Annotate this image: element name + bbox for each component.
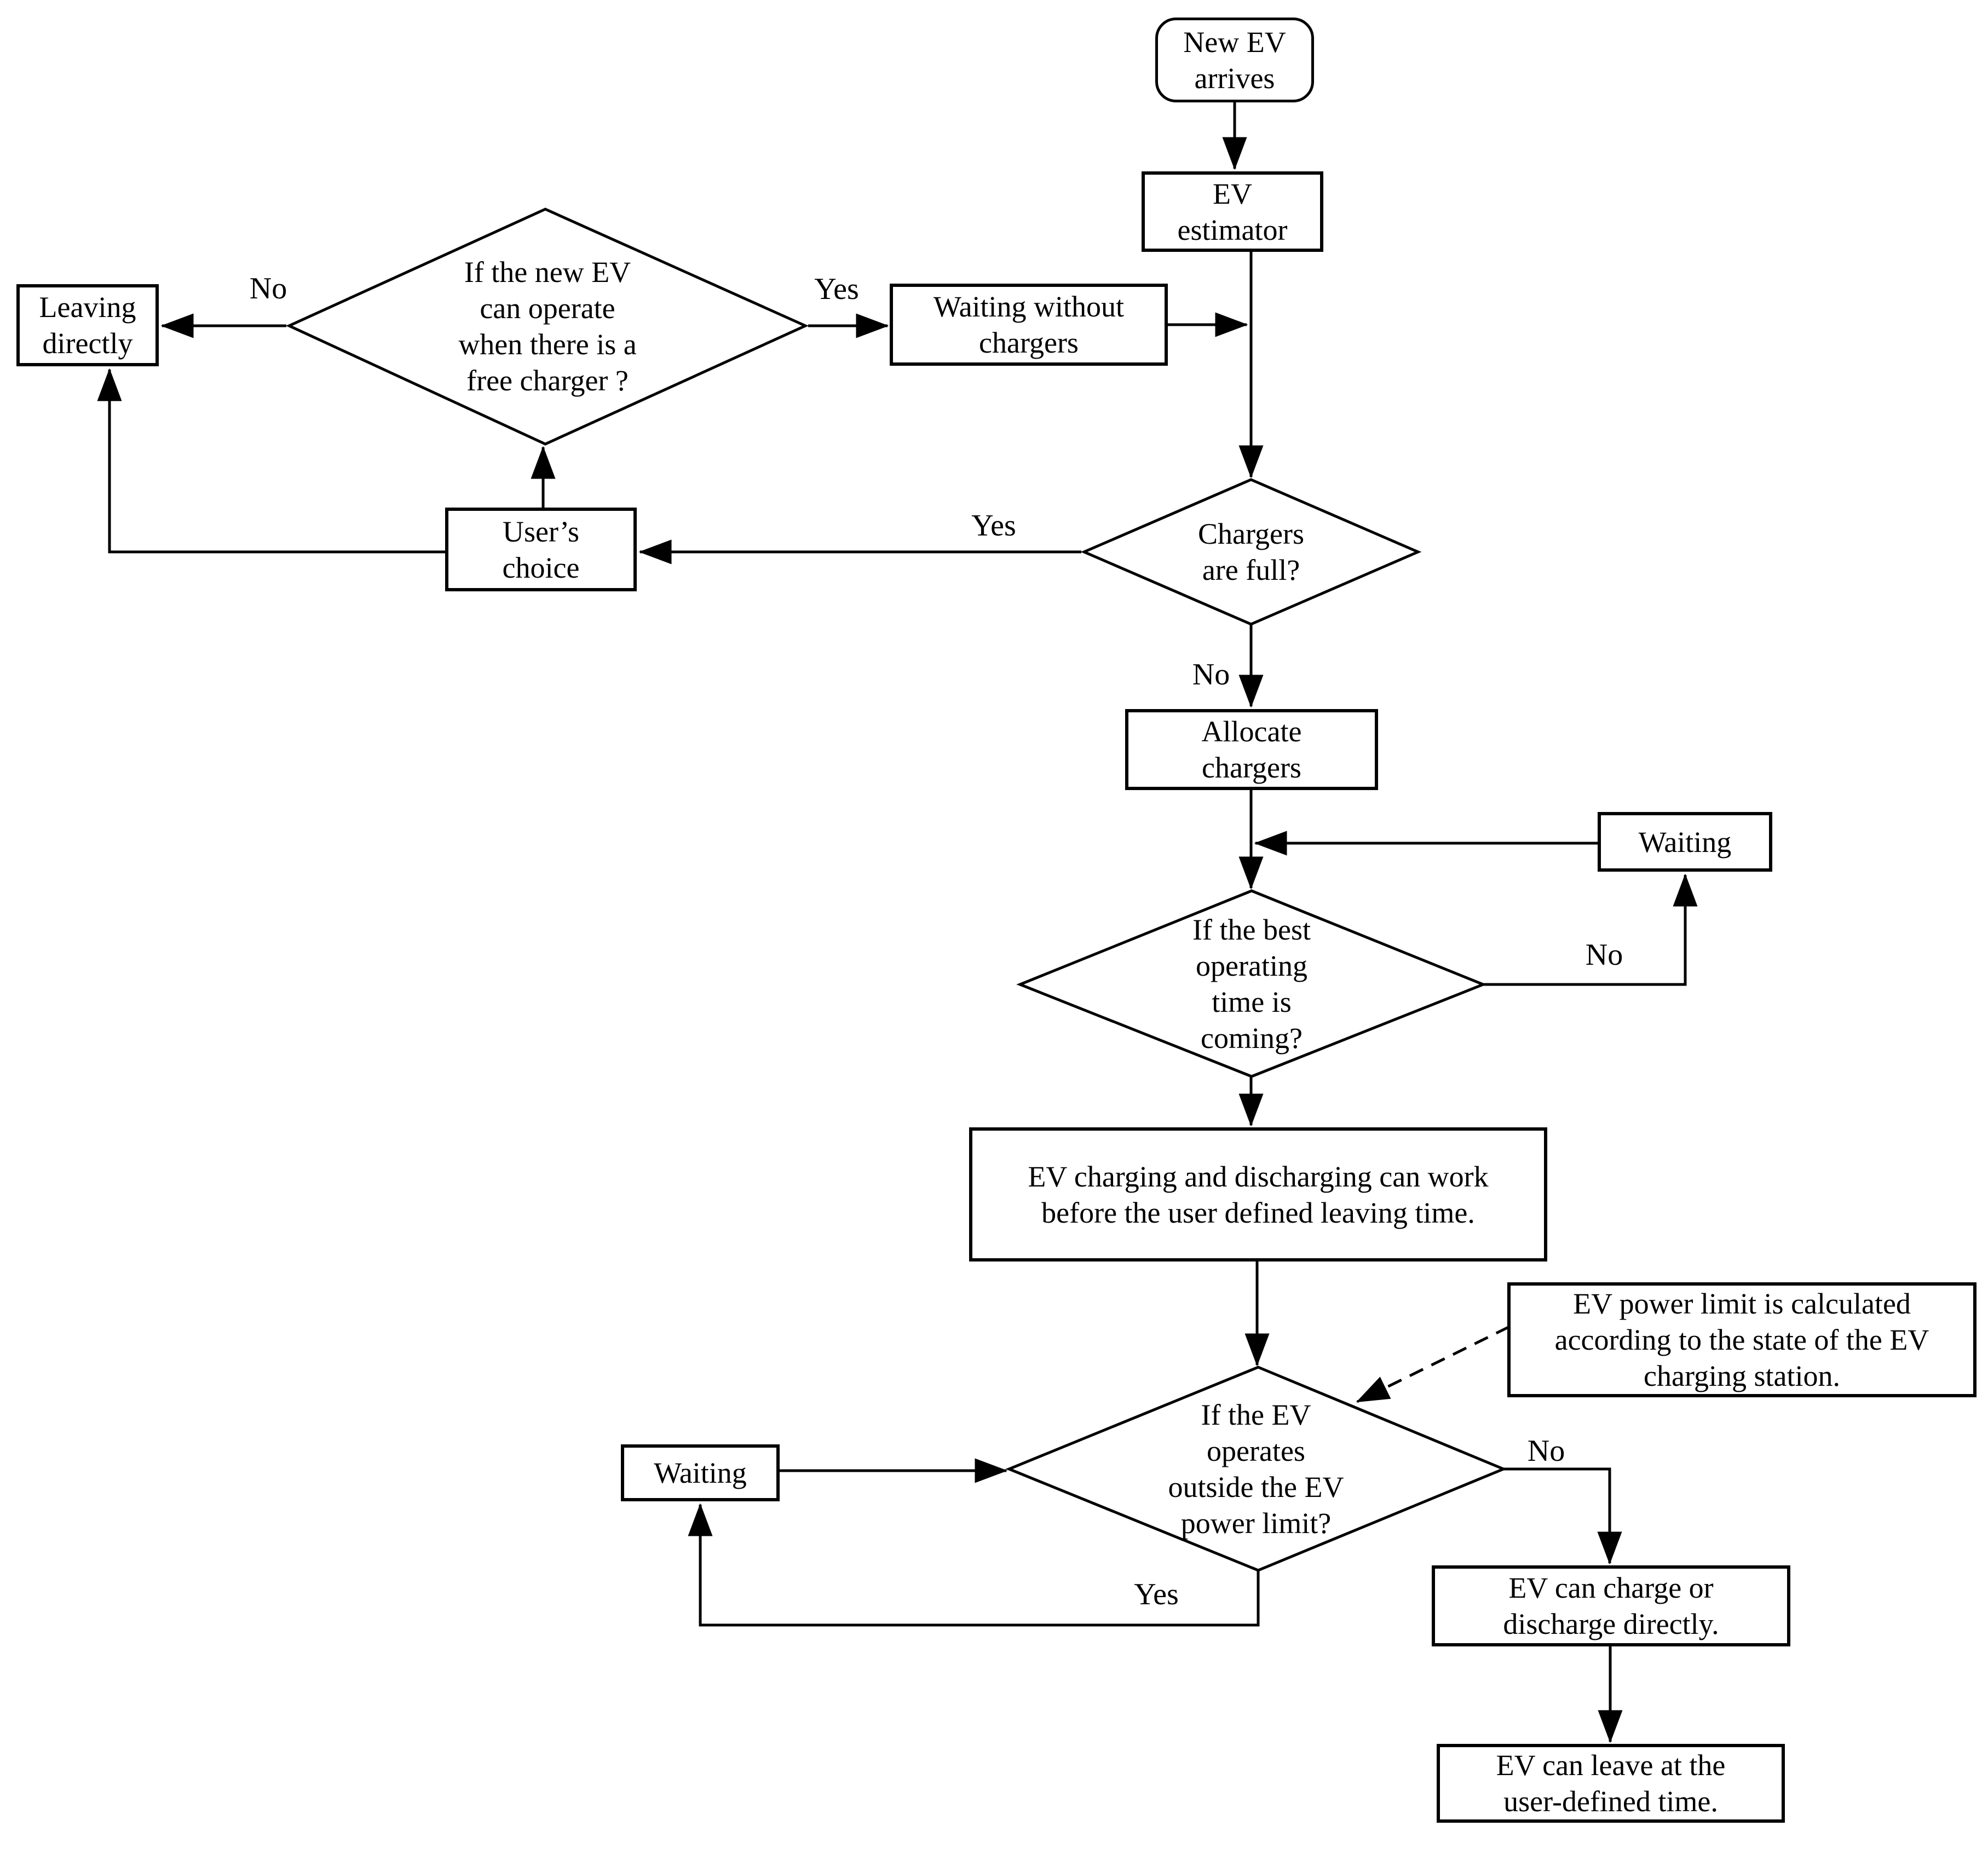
- text-line: free charger ?: [466, 364, 629, 397]
- leaving-directly-node: Leaving directly: [16, 284, 159, 366]
- users-choice-node: User’s choice: [445, 508, 637, 591]
- edge-label-yes-free-charger: Yes: [814, 272, 859, 306]
- text-line: If the EV: [1201, 1398, 1311, 1431]
- text-line: chargers: [1202, 751, 1301, 784]
- edge-label-no-free-charger: No: [249, 272, 287, 306]
- charge-direct-node: EV can charge or discharge directly.: [1432, 1565, 1790, 1646]
- text-line: Waiting: [1638, 825, 1732, 859]
- estimator-node: EV estimator: [1142, 171, 1323, 252]
- text-line: discharge directly.: [1503, 1608, 1719, 1640]
- text-line: operates: [1207, 1435, 1305, 1467]
- edge-note-to-power-limit-dashed: [1356, 1325, 1511, 1403]
- text-line: power limit?: [1180, 1507, 1332, 1540]
- waiting-left-node: Waiting: [621, 1444, 780, 1501]
- start-node: New EV arrives: [1155, 18, 1314, 102]
- decision-free-charger-shape: [285, 208, 809, 446]
- text-line: EV: [1213, 177, 1252, 210]
- edge-label-no-power-limit: No: [1527, 1434, 1565, 1468]
- power-limit-note-node: EV power limit is calculated according t…: [1507, 1282, 1977, 1397]
- decision-best-time-text: If the best operating time is coming?: [1192, 912, 1311, 1056]
- text-line: If the new EV: [464, 256, 631, 289]
- edge-users-choice-to-leaving: [97, 368, 445, 554]
- leave-user-time-node: EV can leave at the user-defined time.: [1437, 1744, 1785, 1823]
- text-line: EV can leave at the: [1496, 1749, 1726, 1782]
- text-line: according to the state of the EV: [1554, 1323, 1929, 1356]
- text-line: Leaving: [39, 291, 136, 324]
- edge-label-yes-chargers-full: Yes: [971, 509, 1016, 543]
- edge-label-no-best-time: No: [1585, 938, 1623, 972]
- text-line: Allocate: [1201, 715, 1302, 748]
- text-line: If the best: [1192, 913, 1311, 946]
- text-line: EV can charge or: [1508, 1571, 1714, 1604]
- ev-work-node: EV charging and discharging can work bef…: [969, 1127, 1547, 1262]
- decision-chargers-full-text: Chargers are full?: [1198, 516, 1304, 588]
- text-line: when there is a: [458, 328, 637, 361]
- text-line: coming?: [1201, 1022, 1303, 1055]
- edge-power-limit-yes-to-waiting-left: [688, 1503, 1260, 1627]
- decision-free-charger-text: If the new EV can operate when there is …: [458, 254, 636, 399]
- edge-label-yes-power-limit: Yes: [1134, 1577, 1179, 1611]
- waiting-without-chargers-node: Waiting without chargers: [890, 284, 1168, 366]
- text-line: are full?: [1202, 554, 1300, 586]
- text-line: directly: [42, 327, 133, 360]
- edge-label-no-chargers-full: No: [1192, 658, 1230, 692]
- text-line: New EV: [1183, 25, 1286, 59]
- text-line: arrives: [1194, 61, 1275, 95]
- text-line: time is: [1212, 986, 1292, 1018]
- text-line: user-defined time.: [1503, 1785, 1718, 1818]
- text-line: User’s: [503, 515, 579, 548]
- text-line: EV power limit is calculated: [1573, 1287, 1911, 1320]
- text-line: Chargers: [1198, 517, 1304, 550]
- text-line: chargers: [979, 326, 1079, 359]
- edge-power-limit-no-to-charge-direct: [1503, 1467, 1622, 1565]
- decision-power-limit-text: If the EV operates outside the EV power …: [1168, 1397, 1344, 1541]
- text-line: EV charging and discharging can work: [1028, 1160, 1489, 1193]
- text-line: outside the EV: [1168, 1471, 1344, 1504]
- text-line: Waiting: [654, 1456, 747, 1489]
- edge-best-time-no-to-waiting-right: [1483, 873, 1698, 986]
- allocate-chargers-node: Allocate chargers: [1125, 709, 1378, 790]
- text-line: estimator: [1177, 213, 1288, 246]
- text-line: before the user defined leaving time.: [1041, 1196, 1475, 1229]
- text-line: can operate: [480, 292, 615, 325]
- waiting-right-node: Waiting: [1598, 812, 1772, 872]
- text-line: Waiting without: [933, 290, 1125, 323]
- text-line: choice: [502, 551, 580, 584]
- text-line: operating: [1196, 949, 1307, 982]
- text-line: charging station.: [1644, 1360, 1840, 1392]
